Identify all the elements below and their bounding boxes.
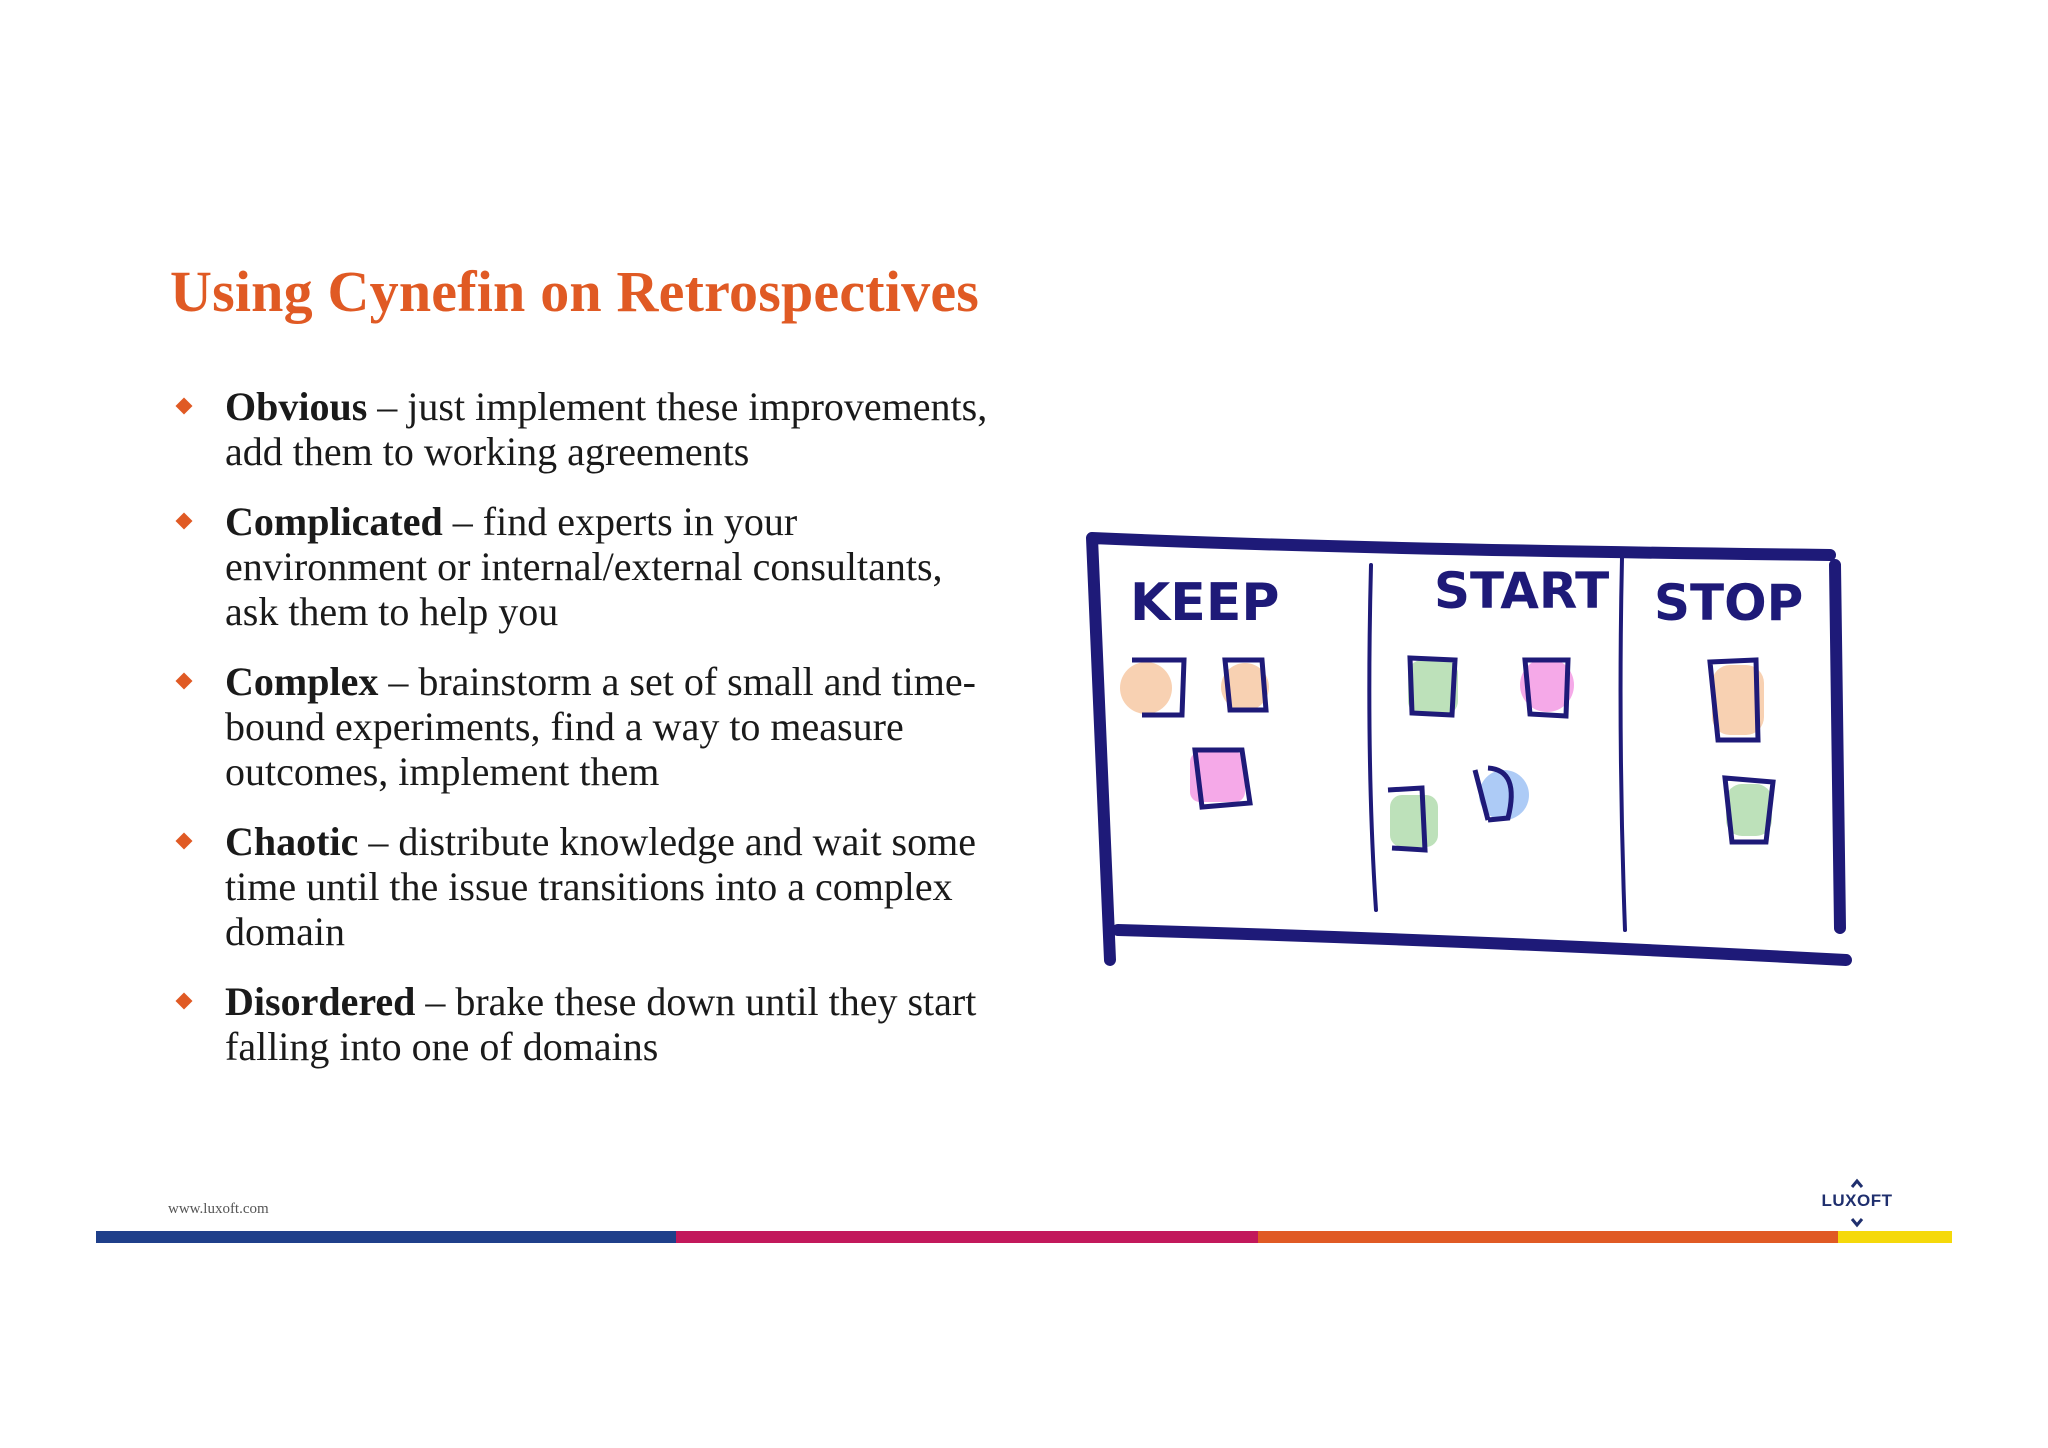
sticky-note-outline	[1387, 785, 1428, 853]
keep-start-stop-board: KEEP START STOP	[1086, 532, 1852, 966]
blue-sticky-note	[1479, 770, 1529, 820]
bullet-term: Complex	[225, 659, 379, 704]
diamond-bullet-icon	[175, 512, 193, 530]
green-sticky-note	[1726, 784, 1772, 836]
column-header-stop: STOP	[1654, 574, 1803, 632]
slide-title: Using Cynefin on Retrospectives	[170, 259, 980, 324]
sticky-note-outline	[1222, 657, 1269, 713]
orange-sticky-note	[1221, 663, 1269, 711]
logo-chevrons-icon	[1850, 1178, 1864, 1228]
pink-sticky-note	[1520, 658, 1574, 712]
sticky-note-outline	[1722, 775, 1776, 845]
footer-stripe-blue	[96, 1231, 676, 1243]
pink-sticky-note	[1190, 752, 1245, 802]
sticky-note-outline	[1192, 747, 1253, 810]
column-header-start: START	[1434, 562, 1609, 620]
bullet-term: Obvious	[225, 384, 368, 429]
luxoft-logo: LUXOFT	[1812, 1175, 1902, 1231]
bullet-text: – distribute knowledge and wait some tim…	[225, 819, 976, 954]
bullet-item-disordered: Disordered – brake these down until they…	[170, 979, 990, 1069]
bullet-item-obvious: Obvious – just implement these improveme…	[170, 384, 990, 474]
board-frame	[1086, 532, 1852, 966]
bullet-term: Disordered	[225, 979, 416, 1024]
diamond-bullet-icon	[175, 992, 193, 1010]
sticky-note-outline	[1132, 657, 1187, 718]
orange-sticky-note	[1120, 662, 1172, 714]
green-sticky-note	[1408, 660, 1458, 715]
diamond-bullet-icon	[175, 832, 193, 850]
logo-text: LUXOFT	[1821, 1191, 1893, 1210]
footer-stripe-yellow	[1838, 1231, 1952, 1243]
sticky-note-outline	[1472, 765, 1514, 823]
sticky-note-outline	[1407, 655, 1458, 718]
bullet-text: – brainstorm a set of small and time-bou…	[225, 659, 976, 794]
orange-sticky-note	[1712, 665, 1764, 735]
bullet-text: – find experts in your environment or in…	[225, 499, 943, 634]
footer-stripe-magenta	[676, 1231, 1258, 1243]
diamond-bullet-icon	[175, 672, 193, 690]
column-header-keep: KEEP	[1130, 573, 1279, 633]
bullet-item-chaotic: Chaotic – distribute knowledge and wait …	[170, 819, 990, 954]
bullet-item-complicated: Complicated – find experts in your envir…	[170, 499, 990, 634]
bullet-item-complex: Complex – brainstorm a set of small and …	[170, 659, 990, 794]
bullet-text: – just implement these improvements, add…	[225, 384, 988, 474]
footer-website: www.luxoft.com	[168, 1201, 269, 1217]
bullet-term: Chaotic	[225, 819, 359, 864]
bullet-text: – brake these down until they start fall…	[225, 979, 977, 1069]
sticky-note-outline	[1707, 657, 1761, 743]
board-divider-2	[1618, 556, 1627, 932]
sticky-note-outline	[1522, 657, 1571, 719]
board-divider-1	[1367, 563, 1378, 912]
bullet-list: Obvious – just implement these improveme…	[170, 384, 990, 1094]
footer-stripe-orange	[1258, 1231, 1838, 1243]
diamond-bullet-icon	[175, 397, 193, 415]
bullet-term: Complicated	[225, 499, 443, 544]
green-sticky-note	[1390, 795, 1438, 847]
